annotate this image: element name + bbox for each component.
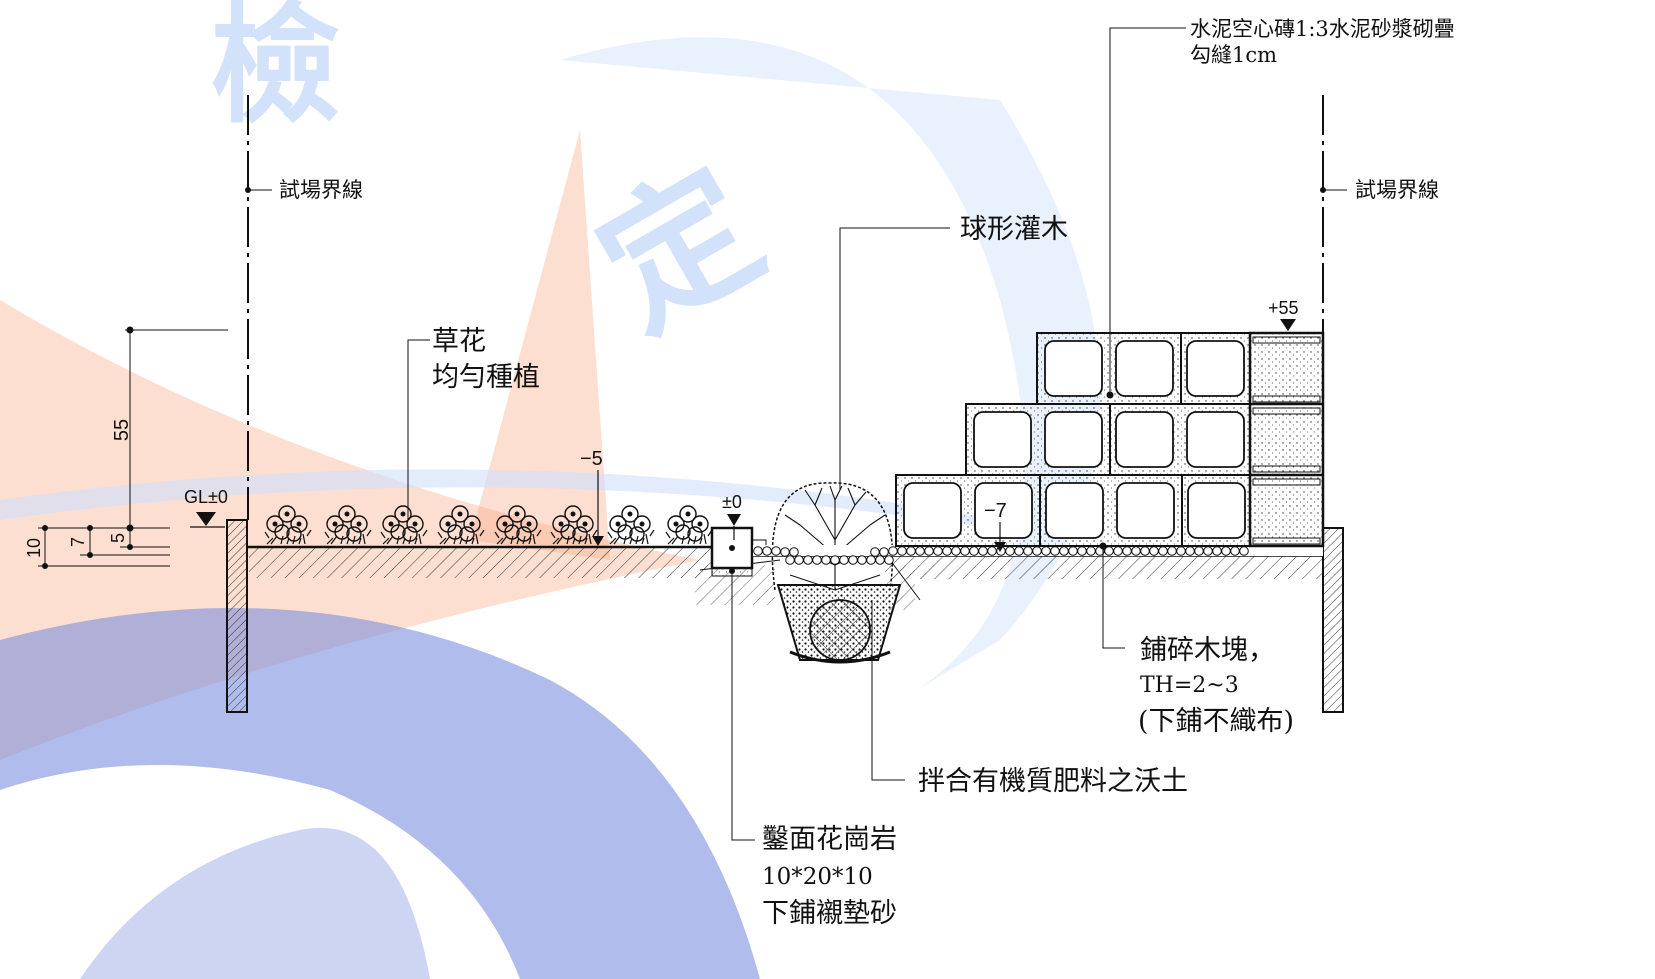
flowers-label-1: 草花 xyxy=(432,326,486,357)
dimension-7-label: 7 xyxy=(68,537,88,547)
watermark-char-1: 檢 xyxy=(210,0,340,141)
granite-label-3: 下鋪襯墊砂 xyxy=(762,898,897,929)
level-flower-bed-label: −5 xyxy=(580,448,603,470)
leader-lines xyxy=(407,27,1186,841)
right-wall xyxy=(1322,527,1344,713)
boundary-right-label: 試場界線 xyxy=(1355,178,1439,202)
shrub-label: 球形灌木 xyxy=(960,214,1068,245)
wall-cap xyxy=(1248,331,1325,548)
watermark: 檢 定 xyxy=(0,0,1100,979)
level-gl-label: GL±0 xyxy=(184,487,228,507)
level-flower-bed: −5 xyxy=(580,448,604,546)
watermark-char-2: 定 xyxy=(572,137,789,363)
block-wall-label-1: 水泥空心磚1:3水泥砂漿砌疊 xyxy=(1190,17,1455,41)
boundary-left-label: 試場界線 xyxy=(279,178,363,202)
dimension-small: 10 7 5 xyxy=(24,525,170,569)
level-mulch-label: −7 xyxy=(984,500,1007,522)
level-mulch: −7 xyxy=(980,494,1018,552)
level-wall-top: +55 xyxy=(1268,298,1299,331)
level-edging-label: ±0 xyxy=(722,492,742,512)
mulch-label-2: TH=2~3 xyxy=(1140,673,1239,698)
mulch-label-3: (下鋪不織布) xyxy=(1138,706,1294,737)
flowers-label-2: 均勻種植 xyxy=(432,362,540,393)
level-wall-top-label: +55 xyxy=(1268,298,1299,318)
soil-label: 拌合有機質肥料之沃土 xyxy=(918,766,1188,797)
mulch-label-1: 鋪碎木塊， xyxy=(1140,635,1275,666)
granite-label-1: 鑿面花崗岩 xyxy=(762,824,897,855)
dimension-10-label: 10 xyxy=(24,538,44,558)
block-cells xyxy=(903,333,1246,546)
annotations: 試場界線 試場界線 草花 均勻種植 球形灌木 水泥空心磚1:3水泥砂漿砌疊 勾縫… xyxy=(279,17,1455,929)
granite-label-2: 10*20*10 xyxy=(762,864,873,890)
level-edging: ±0 xyxy=(722,492,742,540)
dimension-55-label: 55 xyxy=(111,419,133,441)
left-wall xyxy=(226,519,248,713)
shrub-pit xyxy=(776,584,902,664)
level-gl: GL±0 xyxy=(184,487,228,528)
ground xyxy=(247,545,1323,610)
dimension-5-label: 5 xyxy=(108,533,128,543)
block-wall-label-2: 勾縫1cm xyxy=(1190,43,1277,67)
